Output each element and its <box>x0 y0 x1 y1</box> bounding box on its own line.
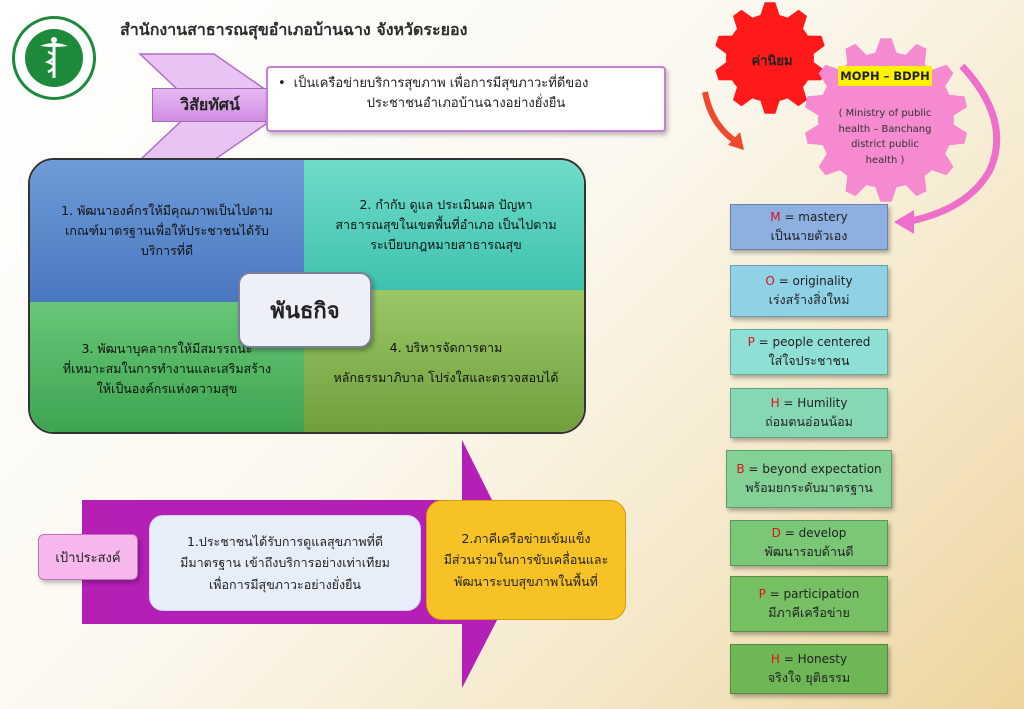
core-value-item-2: O = originality เร่งสร้างสิ่งใหม่ <box>730 265 888 317</box>
mission-item-1-line-1: 1. พัฒนาองค์กรให้มีคุณภาพเป็นไปตาม <box>61 203 273 218</box>
value-english: = Honesty <box>779 652 848 667</box>
goal-item-1: 1.ประชาชนได้รับการดูแลสุขภาพที่ดี มีมาตร… <box>149 515 421 611</box>
value-letter: M <box>770 210 781 225</box>
value-letter: P <box>747 335 755 350</box>
gear-red-shape <box>715 2 825 114</box>
mission-item-4-line-1: 4. บริหารจัดการตาม <box>389 340 503 355</box>
core-value-item-1: M = mastery เป็นนายตัวเอง <box>730 204 888 250</box>
mission-item-2-line-2: สาธารณสุขในเขตพื้นที่อำเภอ เป็นไปตาม <box>335 217 557 232</box>
core-value-item-6: D = develop พัฒนารอบด้านดี <box>730 520 888 566</box>
goal-item-1-line-1: 1.ประชาชนได้รับการดูแลสุขภาพที่ดี <box>186 534 384 550</box>
value-thai: ใส่ใจประชาชน <box>768 352 850 368</box>
mission-item-2-line-3: ระเบียบกฎหมายสาธารณสุข <box>370 237 522 252</box>
value-letter: H <box>770 396 780 411</box>
acronym-desc-line-1: ( Ministry of public <box>838 108 932 119</box>
core-values-acronym-description: ( Ministry of public health – Banchang d… <box>826 98 944 176</box>
goal-item-2-line-1: 2.ภาคีเครือข่ายเข้มแข็ง <box>461 531 591 547</box>
value-thai: เป็นนายตัวเอง <box>770 227 848 243</box>
mission-item-3-line-2: ที่เหมาะสมในการทำงานและเสริมสร้าง <box>62 361 272 376</box>
core-value-gear-red <box>715 2 825 114</box>
goal-item-2-line-2: มีส่วนร่วมในการขับเคลื่อนและ <box>443 552 609 568</box>
goal-label: เป้าประสงค์ <box>38 534 138 580</box>
value-thai: ถ่อมตนอ่อนน้อม <box>765 413 853 429</box>
core-value-item-3: P = people centered ใส่ใจประชาชน <box>730 329 888 375</box>
vision-label: วิสัยทัศน์ <box>152 88 268 122</box>
curved-arrow-red-head <box>728 132 744 150</box>
value-english: = participation <box>765 587 860 602</box>
caduceus-icon <box>25 29 83 87</box>
value-letter: P <box>758 587 766 602</box>
value-letter: B <box>736 462 745 477</box>
acronym-desc-line-4: health ) <box>865 154 905 166</box>
value-letter: D <box>771 526 781 541</box>
vision-statement: • เป็นเครือข่ายบริการสุขภาพ เพื่อการมีสุข… <box>266 66 666 132</box>
vision-line-1: เป็นเครือข่ายบริการสุขภาพ เพื่อการมีสุขภ… <box>293 76 589 91</box>
value-english: = people centered <box>754 335 871 350</box>
acronym-desc-line-2: health – Banchang <box>838 123 932 135</box>
value-letter: H <box>770 652 780 667</box>
core-value-item-8: H = Honesty จริงใจ ยุติธรรม <box>730 644 888 694</box>
mission-item-3-line-3: ให้เป็นองค์กรแห่งความสุข <box>96 381 238 396</box>
goal-item-2-line-3: พัฒนาระบบสุขภาพในพื้นที่ <box>454 573 598 589</box>
vision-line-2: ประชาชนอำเภอบ้านฉางอย่างยั่งยืน <box>366 96 566 112</box>
value-english: = originality <box>774 274 853 289</box>
mission-item-1-line-3: บริการที่ดี <box>140 243 194 258</box>
curved-arrow-pink <box>905 63 1001 226</box>
mission-label: พันธกิจ <box>238 272 372 348</box>
bullet-icon: • <box>278 76 286 91</box>
value-thai: เร่งสร้างสิ่งใหม่ <box>768 291 850 307</box>
value-thai: พัฒนารอบด้านดี <box>764 543 854 559</box>
value-english: = mastery <box>780 210 848 225</box>
value-thai: จริงใจ ยุติธรรม <box>767 669 851 685</box>
core-values-acronym: MOPH – BDPH <box>838 66 932 86</box>
core-value-item-4: H = Humility ถ่อมตนอ่อนน้อม <box>730 388 888 438</box>
mission-item-2: 2. กำกับ ดูแล ประเมินผล ปัญหา สาธารณสุขใ… <box>304 160 584 290</box>
mission-item-2-line-1: 2. กำกับ ดูแล ประเมินผล ปัญหา <box>359 197 533 212</box>
organization-logo <box>12 16 96 100</box>
value-english: = Humility <box>779 396 848 411</box>
value-thai: มีภาคีเครือข่าย <box>768 604 850 620</box>
value-english: = beyond expectation <box>744 462 882 477</box>
mission-item-3-line-1: 3. พัฒนาบุคลากรให้มีสมรรถนะ <box>81 341 253 356</box>
core-value-item-7: P = participation มีภาคีเครือข่าย <box>730 576 888 632</box>
goal-item-1-line-3: เพื่อการมีสุขภาวะอย่างยั่งยืน <box>209 576 361 592</box>
goal-item-1-line-2: มีมาตรฐาน เข้าถึงบริการอย่างเท่าเทียม <box>180 555 390 571</box>
value-letter: O <box>765 274 775 289</box>
curved-arrow-pink-head <box>894 210 914 234</box>
value-english: = develop <box>780 526 847 541</box>
value-thai: พร้อมยกระดับมาตรฐาน <box>745 479 873 495</box>
core-values-label: ค่านิยม <box>751 53 793 69</box>
goal-item-2: 2.ภาคีเครือข่ายเข้มแข็ง มีส่วนร่วมในการข… <box>426 500 626 620</box>
page-title: สำนักงานสาธารณสุขอำเภอบ้านฉาง จังหวัดระย… <box>120 20 468 39</box>
acronym-desc-line-3: district public <box>851 139 919 150</box>
mission-item-1-line-2: เกณฑ์มาตรฐานเพื่อให้ประชาชนได้รับ <box>65 223 269 238</box>
core-value-item-5: B = beyond expectation พร้อมยกระดับมาตรฐ… <box>726 450 892 508</box>
mission-item-4-line-2: หลักธรรมาภิบาล โปร่งใสและตรวจสอบได้ <box>333 370 559 385</box>
